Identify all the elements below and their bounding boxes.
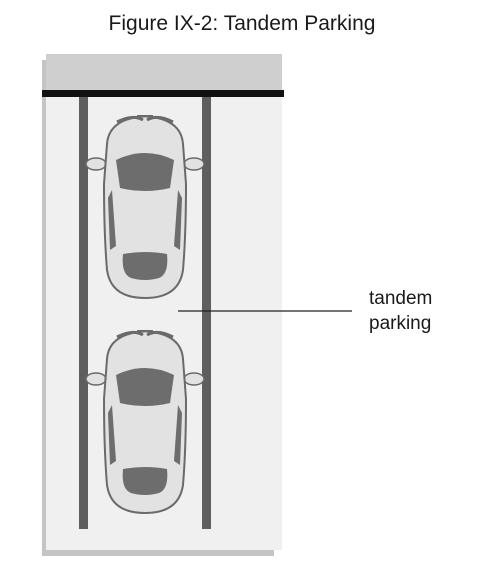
callout-label: tandem parking <box>369 286 432 336</box>
figure-title: Figure IX-2: Tandem Parking <box>108 12 376 35</box>
building-strip <box>46 54 282 90</box>
callout-label-line1: tandem <box>369 288 433 309</box>
callout-label-line2: parking <box>369 313 432 334</box>
stripe-right <box>202 97 211 529</box>
building-wall <box>42 90 284 97</box>
stripe-left <box>79 97 88 529</box>
